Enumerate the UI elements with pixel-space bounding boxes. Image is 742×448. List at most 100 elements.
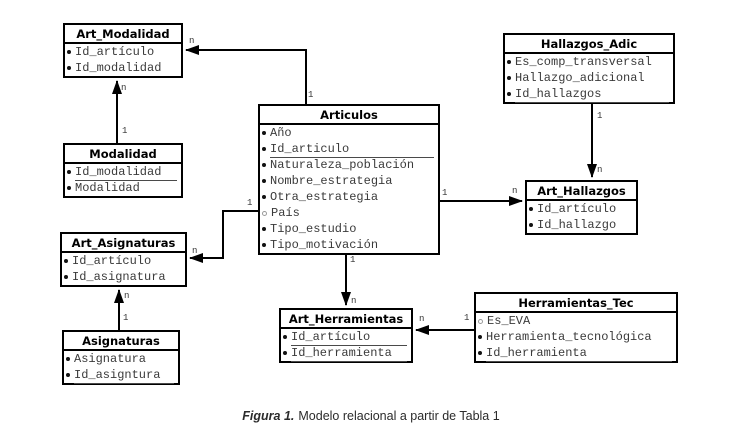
field-bullet-icon bbox=[67, 66, 71, 70]
field-bullet-icon bbox=[262, 179, 266, 183]
field-name: Otra_estrategia bbox=[270, 190, 379, 204]
table-field-row: País bbox=[260, 205, 438, 221]
field-bullet-icon bbox=[262, 147, 266, 151]
field-name: Id_herramienta bbox=[486, 345, 672, 362]
field-name: Herramienta_tecnológica bbox=[486, 330, 652, 344]
field-bullet-icon bbox=[262, 195, 266, 199]
field-name: Año bbox=[270, 126, 292, 140]
table-title: Hallazgos_Adic bbox=[505, 35, 673, 54]
field-bullet-icon bbox=[262, 131, 266, 135]
table-field-row: Nombre_estrategia bbox=[260, 173, 438, 189]
table-field-row: Tipo_motivación bbox=[260, 237, 438, 253]
table-field-row: Asignatura bbox=[64, 351, 178, 367]
cardinality-label: 1 bbox=[308, 90, 314, 100]
field-bullet-icon bbox=[66, 373, 70, 377]
field-name: Id_herramienta bbox=[291, 345, 407, 362]
field-bullet-icon bbox=[64, 259, 68, 263]
table-field-row: Id_herramienta bbox=[476, 345, 676, 362]
field-name: Id_asignatura bbox=[72, 270, 166, 284]
field-bullet-icon bbox=[67, 170, 71, 174]
optional-bullet-icon bbox=[478, 318, 483, 324]
table-field-row: Id_artículo bbox=[527, 201, 636, 217]
table-field-row: Id_asignatura bbox=[62, 269, 185, 285]
field-bullet-icon bbox=[66, 357, 70, 361]
field-bullet-icon bbox=[478, 335, 482, 339]
field-bullet-icon bbox=[507, 76, 511, 80]
table-field-row: Tipo_estudio bbox=[260, 221, 438, 237]
table-field-row: Es_EVA bbox=[476, 313, 676, 329]
optional-bullet-icon bbox=[262, 210, 267, 216]
field-name: Asignatura bbox=[74, 352, 147, 366]
cardinality-label: 1 bbox=[597, 111, 603, 121]
table-title: Asignaturas bbox=[64, 332, 178, 351]
field-name: Tipo_estudio bbox=[270, 222, 357, 236]
table-field-row: Año bbox=[260, 125, 438, 141]
field-bullet-icon bbox=[262, 163, 266, 167]
table-field-row: Naturaleza_población bbox=[260, 157, 438, 173]
field-name: Modalidad bbox=[75, 181, 140, 195]
cardinality-label: 1 bbox=[122, 126, 128, 136]
caption-text: Modelo relacional a partir de Tabla 1 bbox=[298, 409, 500, 423]
field-bullet-icon bbox=[529, 207, 533, 211]
cardinality-label: n bbox=[512, 186, 518, 196]
field-name: Es_EVA bbox=[487, 314, 531, 328]
relationship-articulos-art_asignaturas bbox=[189, 210, 262, 263]
table-title: Modalidad bbox=[65, 145, 181, 164]
cardinality-label: 1 bbox=[123, 313, 129, 323]
cardinality-label: n bbox=[189, 36, 195, 46]
field-name: Hallazgo_adicional bbox=[515, 71, 645, 85]
table-field-row: Id_modalidad bbox=[65, 164, 181, 181]
field-bullet-icon bbox=[64, 275, 68, 279]
cardinality-label: 1 bbox=[247, 198, 253, 208]
table-title: Articulos bbox=[260, 106, 438, 125]
table-field-row: Hallazgo_adicional bbox=[505, 70, 673, 86]
table-field-row: Id_asigntura bbox=[64, 367, 178, 384]
cardinality-label: n bbox=[121, 83, 127, 93]
table-field-row: Id_artículo bbox=[65, 44, 181, 60]
table-field-row: Herramienta_tecnológica bbox=[476, 329, 676, 345]
cardinality-label: 1 bbox=[350, 255, 356, 265]
table-field-row: Id_hallazgo bbox=[527, 217, 636, 233]
table-field-row: Id_artículo bbox=[281, 329, 411, 346]
field-bullet-icon bbox=[283, 351, 287, 355]
field-name: Id_artículo bbox=[537, 202, 617, 216]
table-field-row: Id_hallazgos bbox=[505, 86, 673, 103]
relationship-articulos-art_modalidad bbox=[185, 45, 307, 110]
table-field-row: Id_modalidad bbox=[65, 60, 181, 76]
table-title: Art_Herramientas bbox=[281, 310, 411, 329]
figure-caption: Figura 1.Modelo relacional a partir de T… bbox=[0, 409, 742, 423]
table-title: Herramientas_Tec bbox=[476, 294, 676, 313]
field-name: Id_hallazgos bbox=[515, 86, 669, 103]
field-name: Id_modalidad bbox=[75, 164, 177, 181]
field-bullet-icon bbox=[67, 50, 71, 54]
table-title: Art_Asignaturas bbox=[62, 234, 185, 253]
cardinality-label: n bbox=[351, 296, 357, 306]
field-name: Nombre_estrategia bbox=[270, 174, 393, 188]
table-field-row: Es_comp_transversal bbox=[505, 54, 673, 70]
field-bullet-icon bbox=[262, 243, 266, 247]
table-title: Art_Hallazgos bbox=[527, 182, 636, 201]
field-bullet-icon bbox=[262, 227, 266, 231]
field-name: Id_artículo bbox=[291, 329, 407, 346]
field-name: País bbox=[271, 206, 300, 220]
cardinality-label: n bbox=[192, 246, 198, 256]
table-field-row: Id_articulo bbox=[260, 141, 438, 158]
cardinality-label: n bbox=[597, 165, 603, 175]
field-name: Id_articulo bbox=[270, 141, 434, 158]
cardinality-label: 1 bbox=[464, 313, 470, 323]
field-bullet-icon bbox=[478, 351, 482, 355]
cardinality-label: n bbox=[419, 314, 425, 324]
field-bullet-icon bbox=[67, 186, 71, 190]
field-name: Id_modalidad bbox=[75, 61, 162, 75]
field-name: Id_asigntura bbox=[74, 367, 174, 384]
